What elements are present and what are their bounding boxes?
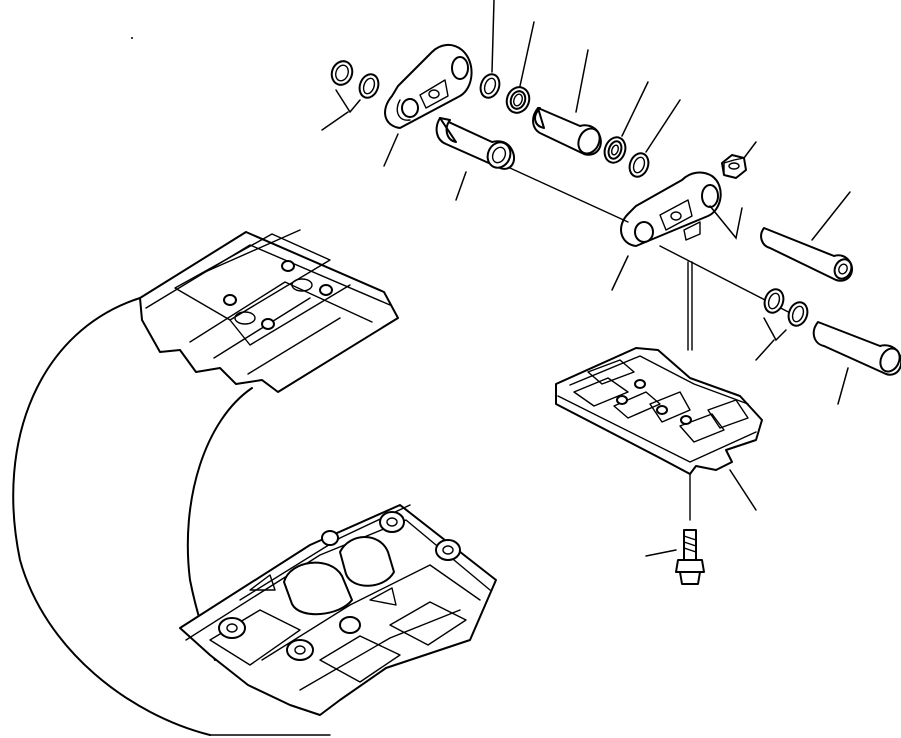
shoe-bolt (645, 529, 705, 585)
upper-shoe-group (139, 229, 399, 393)
seal-ring-pair-right (755, 288, 809, 361)
track-pin-sleeve (532, 49, 602, 156)
nut (721, 141, 757, 179)
lower-link-chain-group (179, 504, 497, 716)
track-assembly (12, 229, 497, 736)
stray-mark (131, 37, 133, 39)
bushing (435, 117, 516, 201)
dust-seal-top (505, 21, 535, 114)
seal-ring-pair-left (321, 60, 380, 131)
master-pin (760, 191, 854, 282)
seal-ring-right-1 (603, 81, 649, 164)
assembly-axis-lines (509, 167, 801, 521)
track-shoe (555, 347, 763, 511)
track-pin (812, 321, 901, 405)
spacer-ring-top (479, 0, 501, 99)
seal-ring-right-2 (628, 99, 681, 178)
right-track-link (611, 171, 743, 291)
left-track-link (383, 44, 473, 167)
